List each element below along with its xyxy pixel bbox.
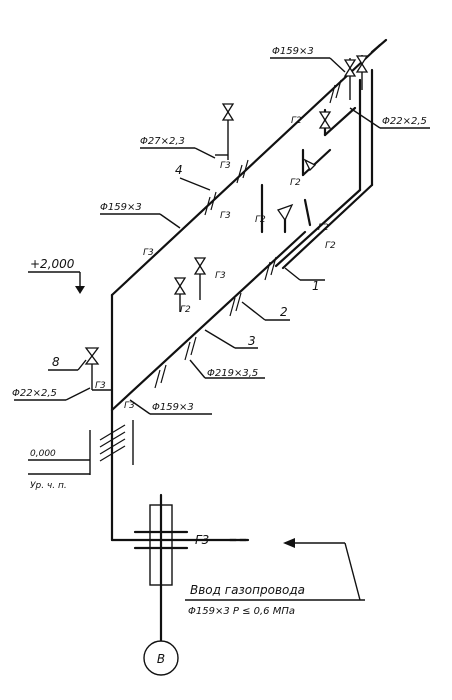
leader-lines	[14, 57, 430, 601]
valve-icon	[221, 103, 235, 121]
main-trunk-pipe	[110, 38, 388, 297]
valve-icon	[303, 158, 317, 172]
flange-ticks	[154, 79, 342, 389]
valve-icon	[276, 203, 294, 222]
return-line-g2	[274, 68, 374, 270]
callout-labels: Φ159×3 Φ22×2,5 Φ27×2,3 4 Φ159×3 1 2 3 Φ2…	[12, 46, 427, 413]
pipe-size-label: Φ22×2,5	[382, 116, 427, 127]
entry-caption: Ввод газопровода Φ159×3 Р ≤ 0,6 МПа	[188, 583, 305, 617]
pipe-size-label: Φ22×2,5	[12, 388, 57, 399]
pipe-mark-g2: Г2	[291, 116, 302, 126]
pipe-size-label: Φ27×2,3	[140, 136, 185, 147]
callout-number: 2	[280, 305, 288, 319]
ground-level-label: Ур. ч. п.	[30, 481, 67, 491]
main-riser	[110, 293, 250, 542]
callout-number: 3	[248, 334, 256, 348]
pipe-size-label: Φ159×3	[152, 402, 194, 413]
callout-number: 1	[312, 279, 320, 293]
entry-spec: Φ159×3 Р ≤ 0,6 МПа	[188, 606, 295, 617]
pipe-mark-g3: Г3	[220, 211, 231, 221]
elevation-label-top: +2,000	[30, 257, 75, 271]
pipe-mark-g3: Г3	[143, 248, 154, 258]
valve-icon	[173, 277, 187, 295]
valve-icon	[355, 55, 369, 73]
pipe-mark-g3: Г3	[124, 401, 135, 411]
lower-diagonal-pipe	[110, 230, 307, 412]
elevation-marker-top: +2,000	[28, 257, 85, 294]
valve-icon	[343, 59, 357, 77]
node-b: В	[143, 640, 179, 676]
elevation-label-ground: 0,000	[30, 449, 56, 459]
valve-icon	[84, 347, 100, 365]
pipe-mark-g2: Г2	[255, 215, 266, 225]
pipe-mark-g2: Г2	[180, 305, 191, 315]
ground-sleeve	[89, 420, 134, 475]
node-b-label: В	[157, 652, 165, 666]
callout-number: 8	[52, 355, 60, 369]
entry-assembly	[133, 493, 361, 642]
pipe-mark-g2: Г2	[290, 178, 301, 188]
valve-icon	[318, 111, 332, 129]
pipe-mark-g3: Г3	[215, 271, 226, 281]
pipe-mark-g2: Г2	[318, 223, 329, 233]
valve-icon	[193, 257, 207, 275]
pipe-size-label: Φ159×3	[100, 202, 142, 213]
pipe-size-label: Φ219×3,5	[207, 368, 258, 379]
pipe-marks: Г3 Г2 Г3 Г3 Г2 Г2 Г2 Г2 Г3 Г2 Г3 Г3 Г3	[95, 116, 336, 547]
pipe-size-label: Φ159×3	[272, 46, 314, 57]
pipe-mark-g2: Г2	[325, 241, 336, 251]
elevation-marker-ground: 0,000 Ур. ч. п.	[28, 449, 90, 491]
pipe-mark-g3: Г3	[195, 533, 209, 547]
pipe-mark-g3: Г3	[95, 381, 106, 391]
pipe-mark-g3: Г3	[220, 161, 231, 171]
valve-symbols	[84, 55, 369, 365]
entry-title: Ввод газопровода	[190, 583, 305, 597]
callout-number: 4	[175, 163, 183, 177]
